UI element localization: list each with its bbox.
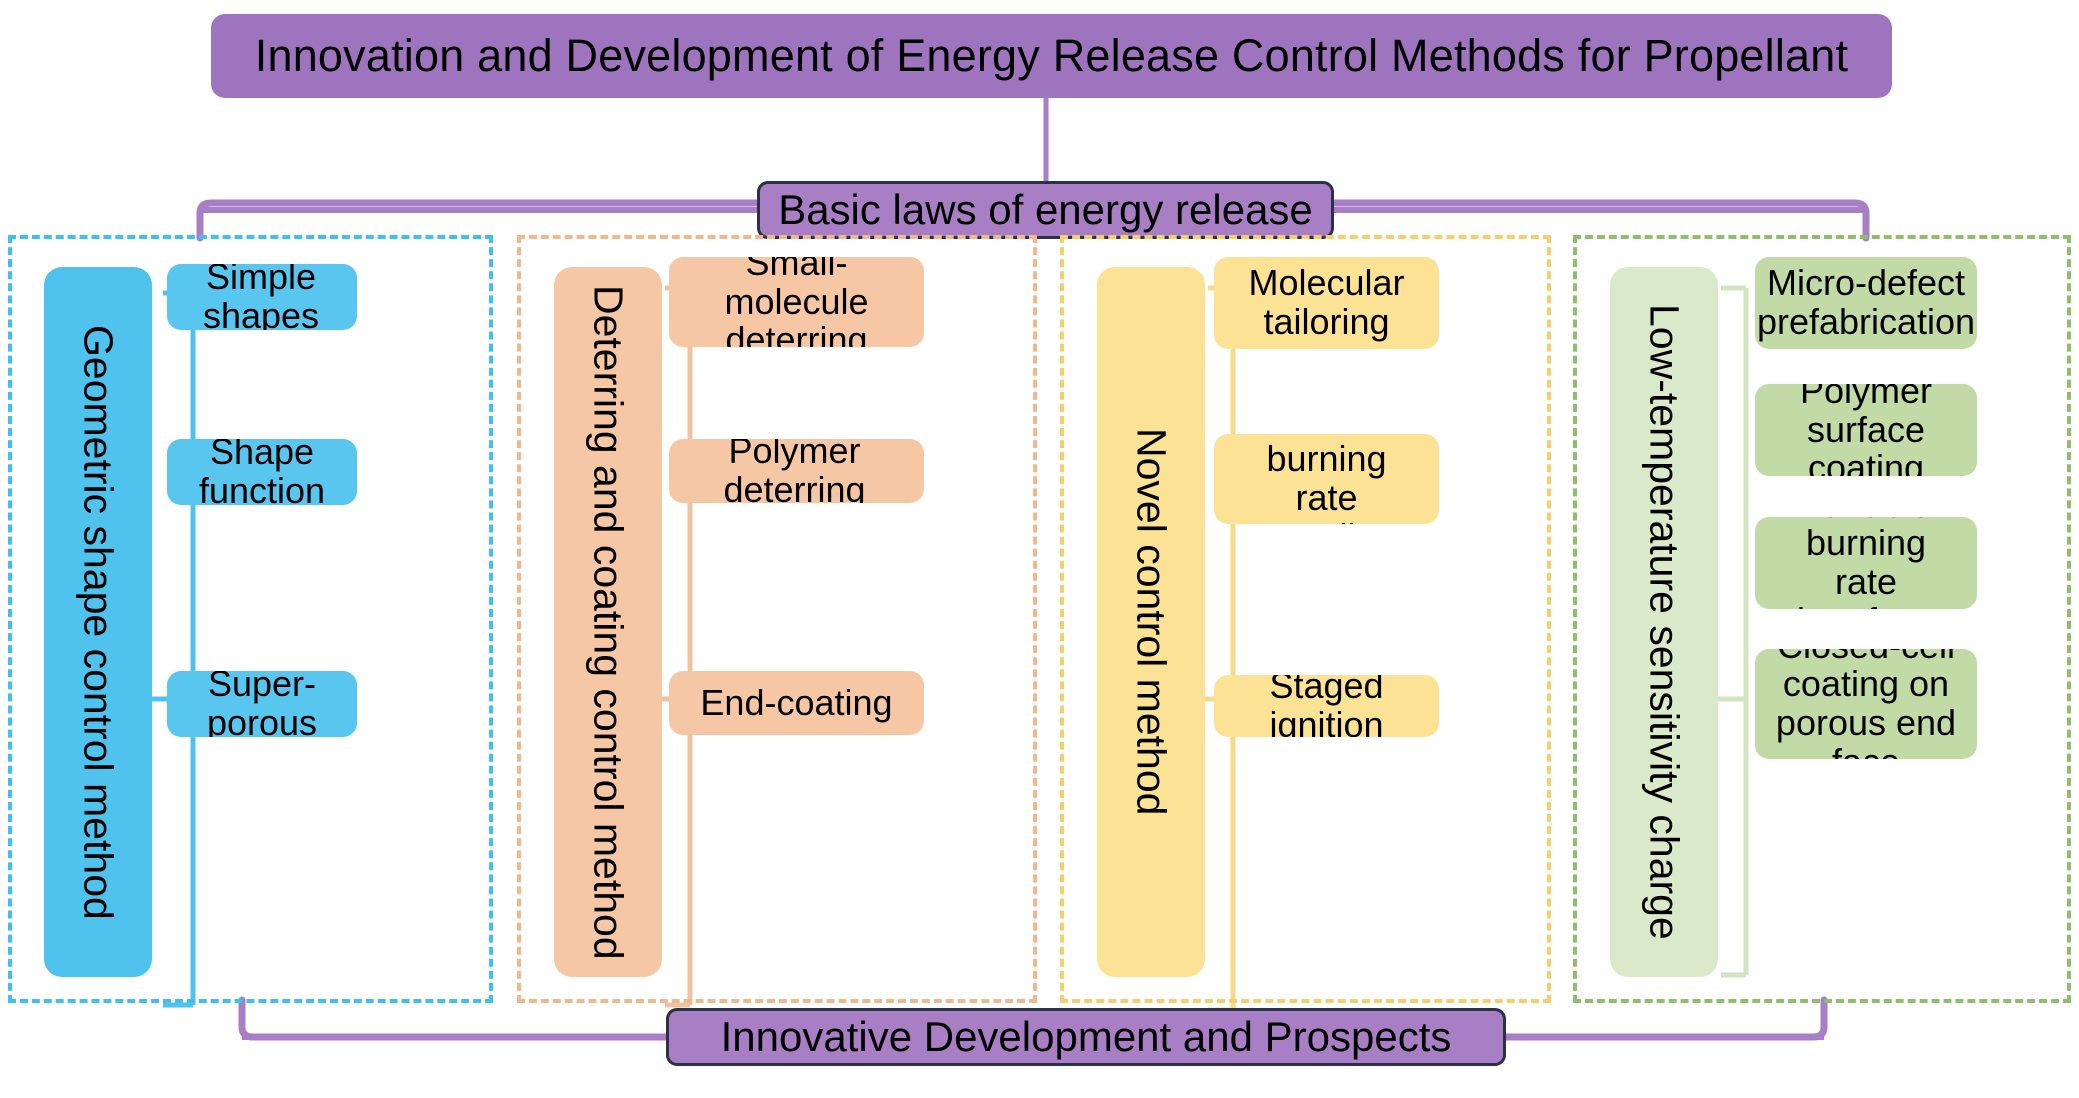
leaf-molecular-tailoring[interactable]: Molecular tailoring bbox=[1214, 257, 1439, 349]
spine-label: Deterring and coating control method bbox=[585, 284, 632, 960]
leaf-staged-ignition[interactable]: Staged ignition bbox=[1214, 675, 1439, 737]
leaf-small-molecule-deterring[interactable]: Small-molecule deterring bbox=[669, 257, 924, 347]
node-innovative-development-and-prospects[interactable]: Innovative Development and Prospects bbox=[666, 1008, 1506, 1066]
leaf-micro-defect-prefabrication[interactable]: Micro-defect prefabrication bbox=[1755, 257, 1977, 349]
group-geometric-shape-control-method: Geometric shape control method Simple sh… bbox=[8, 235, 493, 1003]
leaf-variable-burning-rate-interface[interactable]: Variable burning rate interface bbox=[1755, 517, 1977, 609]
node-basic-laws[interactable]: Basic laws of energy release bbox=[757, 181, 1334, 239]
leaf-polymer-surface-coating[interactable]: Polymer surface coating bbox=[1755, 384, 1977, 476]
group-low-temperature-sensitivity-charge: Low-temperature sensitivity charge Micro… bbox=[1573, 235, 2071, 1003]
leaf-polymer-deterring[interactable]: Polymer deterring bbox=[669, 439, 924, 503]
diagram-title: Innovation and Development of Energy Rel… bbox=[211, 14, 1892, 98]
leaf-variable-burning-rate-propellant[interactable]: Variable burning rate propellant bbox=[1214, 434, 1439, 524]
spine-geometric-shape-control-method[interactable]: Geometric shape control method bbox=[44, 267, 152, 977]
spine-label: Novel control method bbox=[1128, 428, 1175, 816]
spine-label: Geometric shape control method bbox=[75, 324, 122, 920]
leaf-super-porous[interactable]: Super-porous bbox=[167, 671, 357, 737]
leaf-simple-shapes[interactable]: Simple shapes bbox=[167, 264, 357, 330]
leaf-shape-function[interactable]: Shape function bbox=[167, 439, 357, 505]
group-novel-control-method: Novel control method Molecular tailoring… bbox=[1060, 235, 1551, 1003]
leaf-end-coating[interactable]: End-coating bbox=[669, 671, 924, 735]
group-deterring-and-coating-control-method: Deterring and coating control method Sma… bbox=[517, 235, 1037, 1003]
spine-novel-control-method[interactable]: Novel control method bbox=[1097, 267, 1205, 977]
spine-label: Low-temperature sensitivity charge bbox=[1641, 304, 1688, 940]
leaf-closed-cell-coating-on-porous-end-face[interactable]: Closed-cell coating on porous end face bbox=[1755, 649, 1977, 759]
spine-low-temperature-sensitivity-charge[interactable]: Low-temperature sensitivity charge bbox=[1610, 267, 1718, 977]
spine-deterring-and-coating-control-method[interactable]: Deterring and coating control method bbox=[554, 267, 662, 977]
